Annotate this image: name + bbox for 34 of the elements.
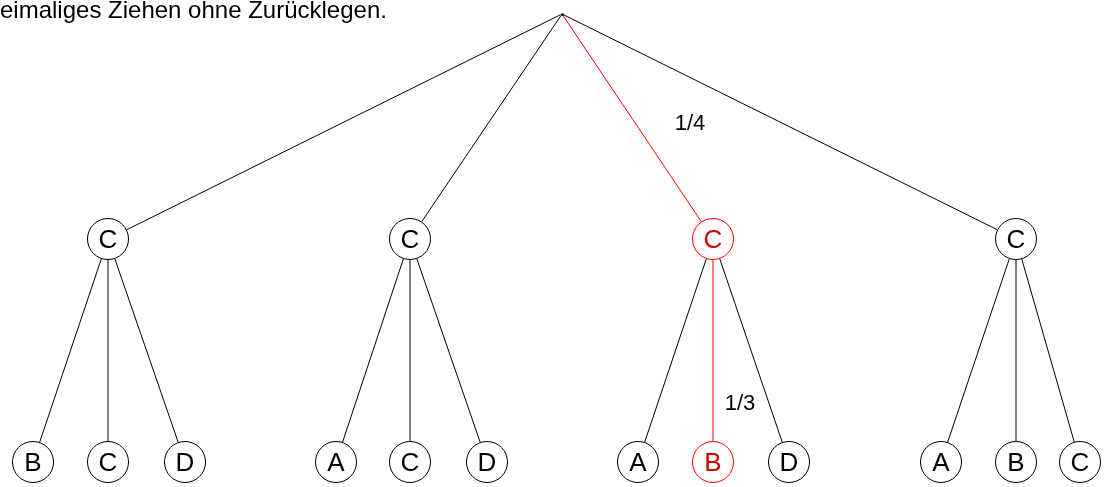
outcome-circle: A (920, 441, 962, 483)
outcome-circle: D (768, 441, 810, 483)
branch-line (719, 258, 783, 443)
outcome-circle: A (617, 441, 659, 483)
outcome-circle: B (12, 441, 54, 483)
outcome-circle: C (692, 218, 734, 260)
outcome-circle: C (1059, 441, 1101, 483)
outcome-circle: B (995, 441, 1037, 483)
title: eimaliges Ziehen ohne Zurücklegen. (0, 0, 387, 24)
outcome-circle: C (995, 218, 1037, 260)
outcome-circle: C (389, 441, 431, 483)
branch-line (1015, 259, 1017, 442)
branch-line (416, 258, 481, 443)
branch-line (39, 258, 102, 443)
branch-line (342, 258, 404, 443)
outcome-circle: A (315, 441, 357, 483)
branch-line (126, 14, 562, 231)
branch-line (1021, 258, 1075, 443)
outcome-circle: C (87, 218, 129, 260)
branch-line (562, 14, 998, 231)
branch-line (114, 258, 179, 443)
branch-line (644, 258, 707, 443)
outcome-circle: C (389, 218, 431, 260)
branch-point (560, 12, 564, 16)
outcome-circle: C (87, 441, 129, 483)
branch-line (712, 259, 714, 442)
branch-line (421, 14, 562, 223)
branch-line (947, 258, 1010, 443)
outcome-circle: D (164, 441, 206, 483)
branch-line (107, 259, 109, 442)
branch-line (562, 14, 702, 223)
outcome-circle: D (466, 441, 508, 483)
outcome-circle: B (692, 441, 734, 483)
branch-line (409, 259, 411, 442)
